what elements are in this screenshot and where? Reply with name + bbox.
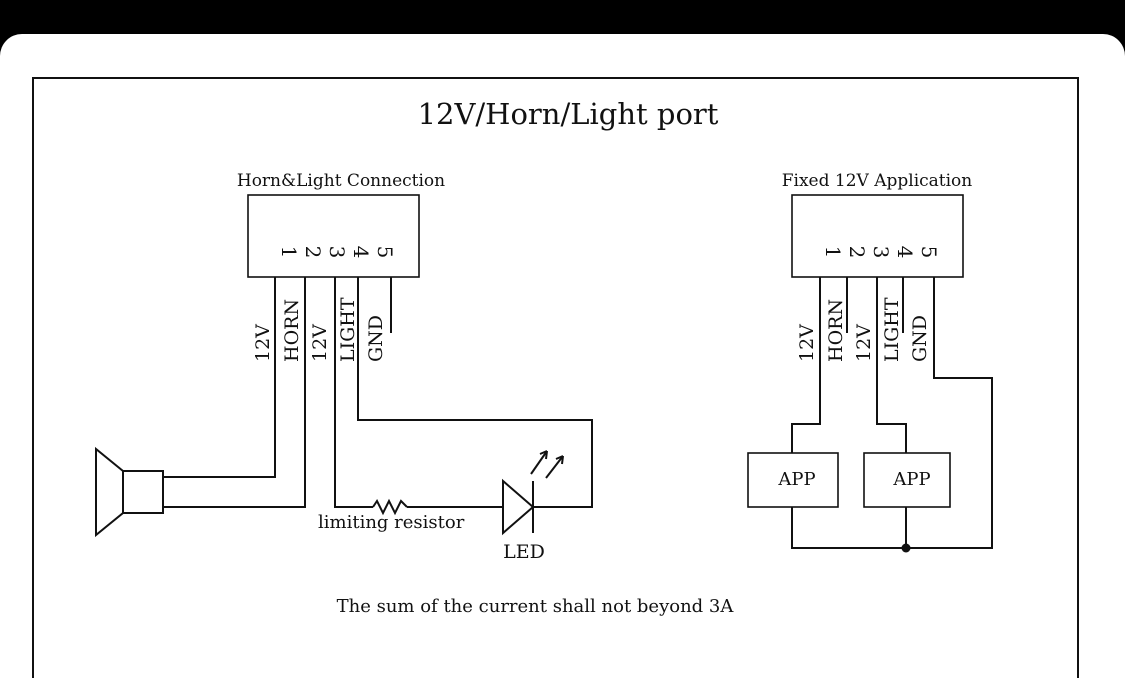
left-label-gnd: GND	[365, 315, 387, 362]
right-pin-numbers: 1 2 3 4 5	[821, 246, 941, 259]
right-section-title: Fixed 12V Application	[782, 171, 973, 191]
left-pin-labels: 12V HORN 12V LIGHT GND	[252, 297, 387, 362]
wire-12v-speaker	[163, 277, 276, 478]
right-label-12v-a: 12V	[796, 324, 818, 362]
wire-pin3-app2	[876, 277, 907, 453]
right-pin-1: 1	[821, 246, 845, 259]
right-label-gnd: GND	[909, 315, 931, 362]
left-label-horn: HORN	[281, 299, 303, 362]
resistor-icon	[372, 498, 408, 516]
led-diode-icon	[502, 450, 564, 536]
resistor-label: limiting resistor	[318, 512, 465, 533]
app-label-1: APP	[777, 469, 815, 490]
right-label-light: LIGHT	[881, 297, 903, 362]
left-wires	[163, 277, 593, 508]
wire-led-light	[357, 277, 593, 508]
right-pin-3: 3	[869, 246, 893, 259]
left-pin-1: 1	[277, 246, 301, 259]
left-label-12v-a: 12V	[252, 324, 274, 362]
left-pin-4: 4	[349, 246, 373, 259]
wire-12v-resistor	[334, 277, 373, 508]
left-label-light: LIGHT	[337, 297, 359, 362]
wire-pin1-app1	[791, 277, 821, 453]
right-pin-2: 2	[845, 246, 869, 259]
left-label-12v-b: 12V	[309, 324, 331, 362]
junction-dot	[901, 543, 911, 553]
right-pin-4: 4	[893, 246, 917, 259]
wire-horn-speaker	[163, 277, 306, 508]
left-connector-box	[247, 194, 420, 278]
right-pin-labels: 12V HORN 12V LIGHT GND	[796, 297, 931, 362]
wire-gnd-return	[791, 277, 993, 549]
app-label-2: APP	[892, 469, 930, 490]
left-section-title: Horn&Light Connection	[237, 171, 445, 191]
right-pin-5: 5	[917, 246, 941, 259]
right-label-12v-b: 12V	[853, 324, 875, 362]
right-connector-box	[791, 194, 964, 278]
app-box-1	[747, 452, 839, 508]
led-label: LED	[503, 541, 545, 563]
left-pin-3: 3	[325, 246, 349, 259]
diagram-title: 12V/Horn/Light port	[418, 97, 719, 131]
diagram-card	[0, 34, 1125, 678]
app-box-2	[863, 452, 951, 508]
speaker-icon	[95, 446, 164, 538]
footer-note: The sum of the current shall not beyond …	[337, 596, 735, 617]
right-label-horn: HORN	[825, 299, 847, 362]
left-pin-5: 5	[373, 246, 397, 259]
diagram-frame	[32, 77, 1079, 678]
right-wires	[791, 277, 993, 549]
left-pin-2: 2	[301, 246, 325, 259]
left-pin-numbers: 1 2 3 4 5	[277, 246, 397, 259]
